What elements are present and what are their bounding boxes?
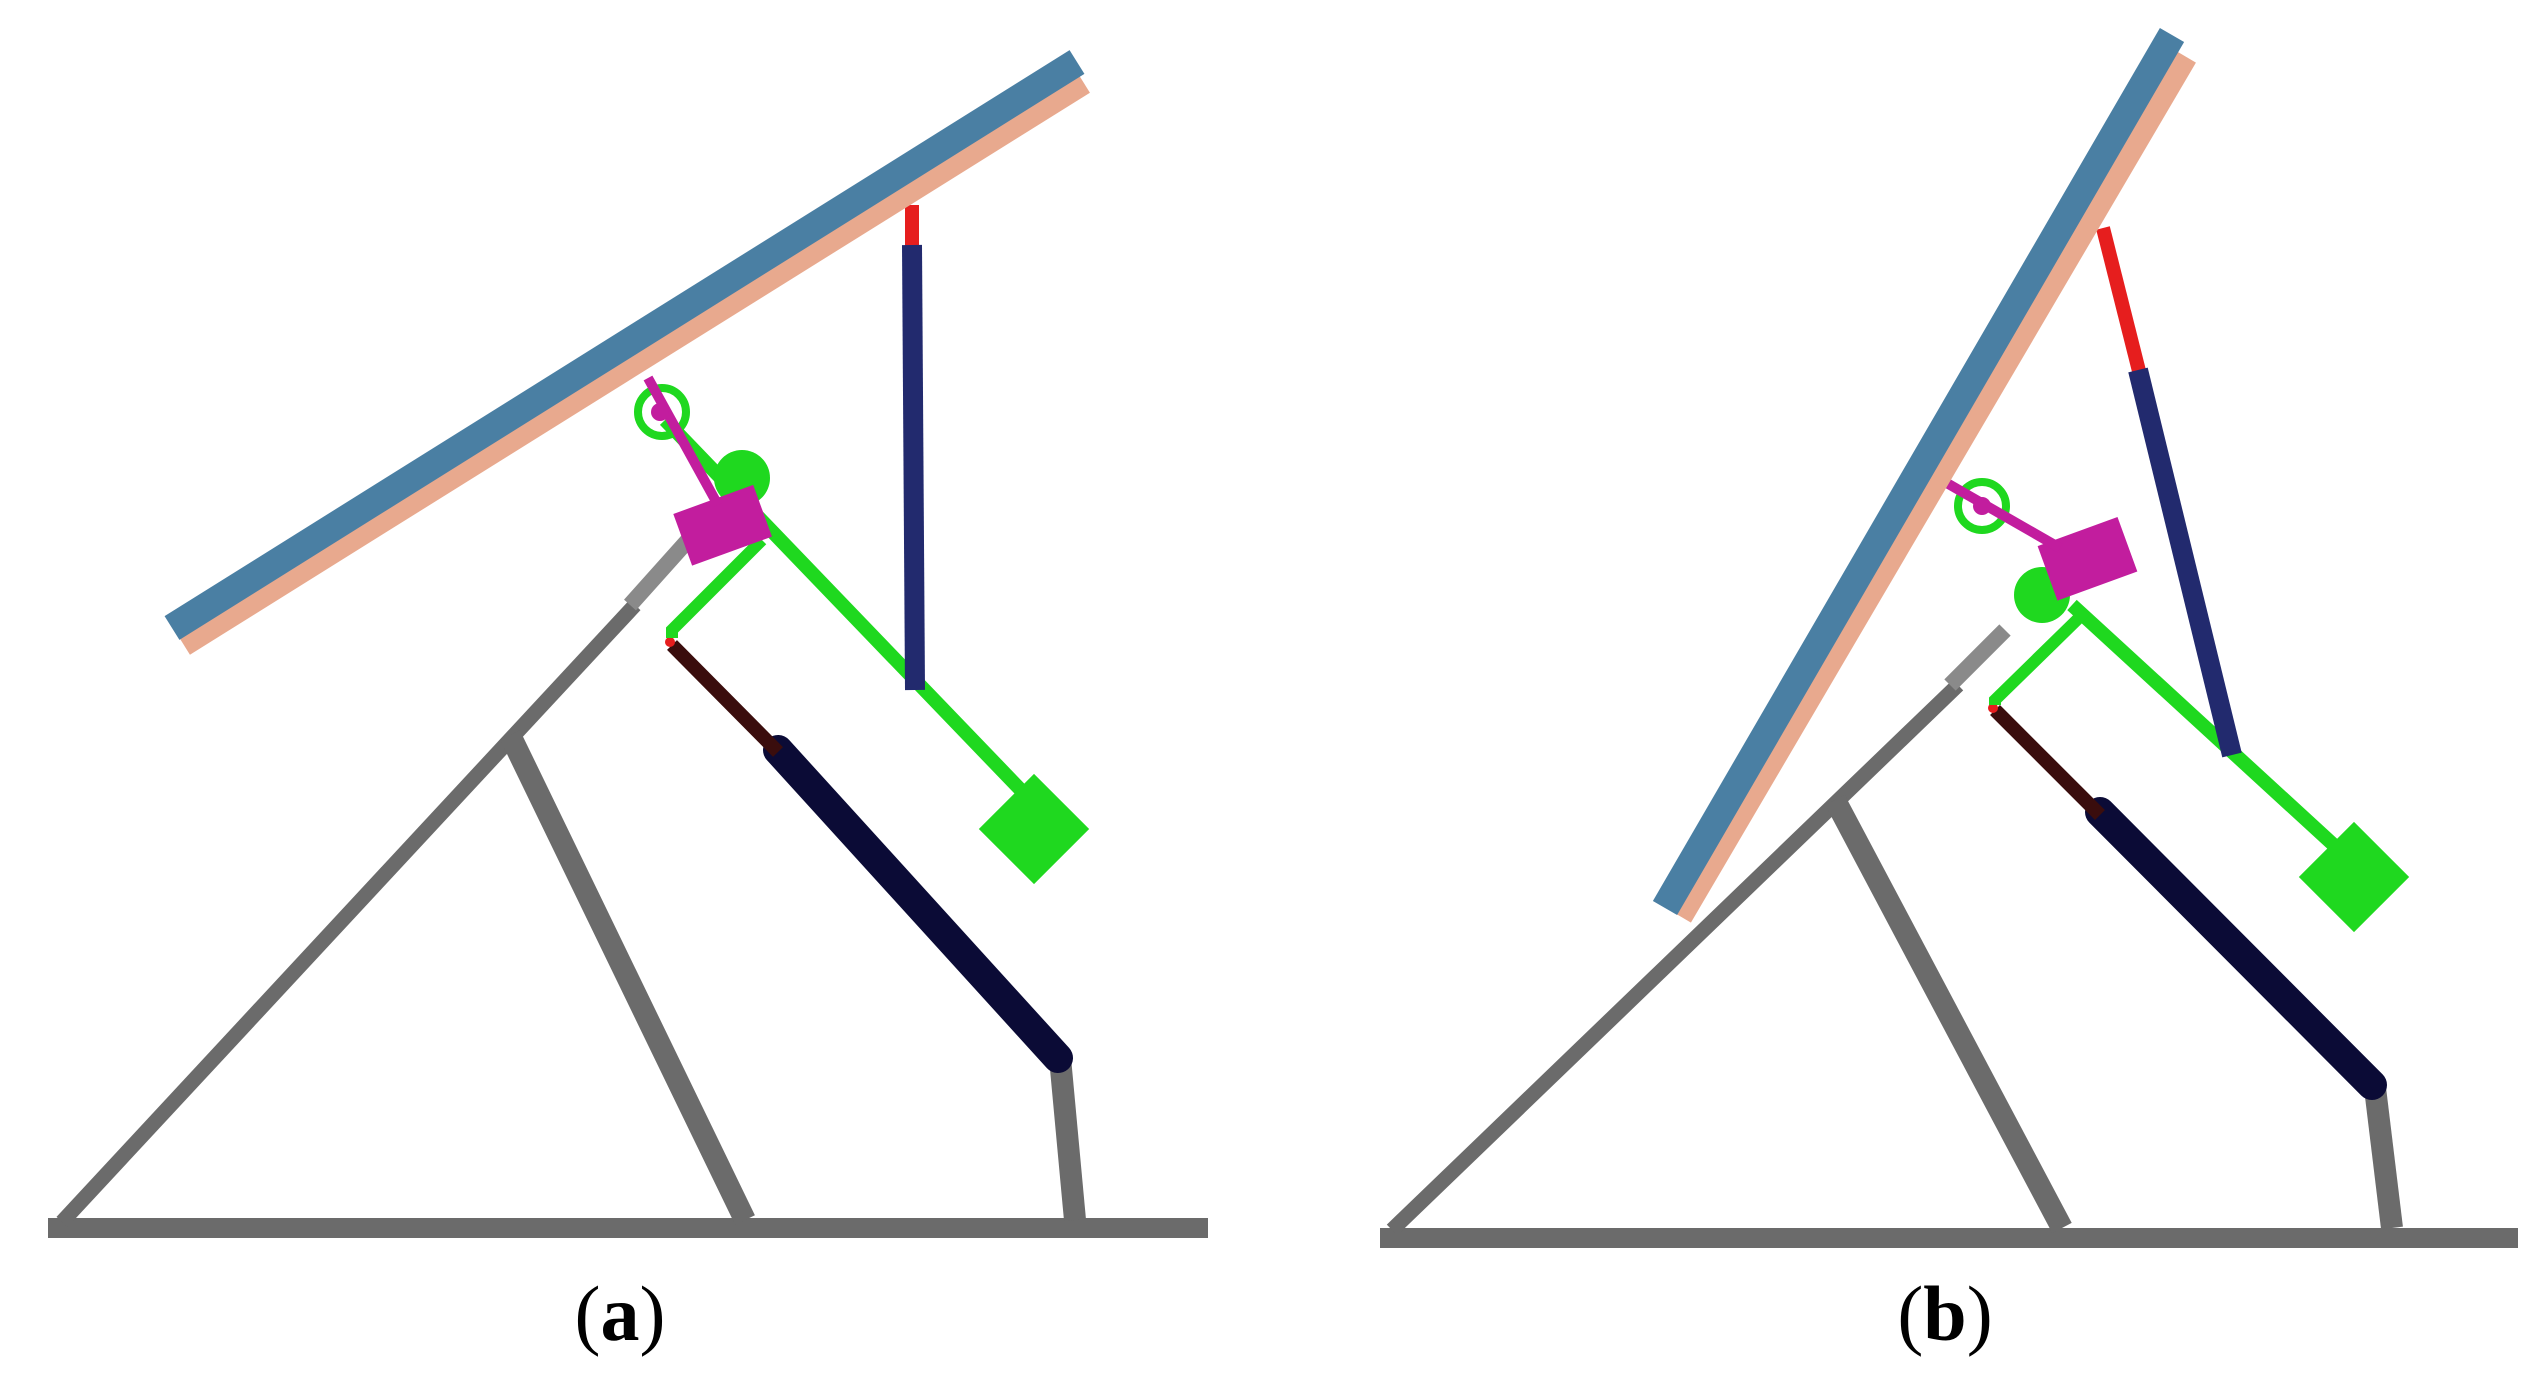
caption-a: (a): [575, 1270, 666, 1357]
panel-a-gear: [714, 450, 770, 506]
panel-a-strut-end: [624, 532, 696, 611]
panel-a-bearing-joint: [651, 403, 669, 421]
panel-a-solar-panel: [164, 50, 1085, 640]
panel-b-upper-gear: [1954, 478, 2010, 534]
panel-b-actuator-tip: [1990, 705, 2105, 820]
panel-b-counterweight-arm: [2067, 599, 2355, 866]
panel-b-crank-link: [1989, 607, 2090, 705]
panel-a-rear-leg: [1049, 1056, 1086, 1222]
panel-b-bearing: [2037, 517, 2138, 601]
panel-a-bearing-link: [643, 375, 723, 508]
panel-b: [1380, 27, 2518, 1248]
panel-a-actuator-tip: [667, 640, 783, 757]
panel-a: [48, 50, 1208, 1238]
panel-b-solar-panel: [1652, 27, 2185, 916]
panel-a-inner-brace: [500, 730, 755, 1225]
caption-b: (b): [1897, 1270, 1992, 1357]
caption-a-open: (: [575, 1270, 601, 1357]
panel-a-upper-gear: [634, 384, 690, 440]
panel-b-actuator-joint: [1988, 703, 1998, 713]
panel-a-bearing: [673, 484, 772, 566]
panel-a-crank-link: [666, 535, 767, 638]
caption-b-letter: b: [1923, 1270, 1966, 1357]
panel-b-main-strut: [1386, 679, 1964, 1236]
panel-b-bearing-link: [1942, 477, 2063, 553]
caption-a-letter: a: [601, 1270, 640, 1357]
panel-b-counterweight: [2298, 821, 2410, 933]
panel-b-damper-body: [2128, 367, 2242, 758]
panel-a-counterweight: [978, 773, 1090, 885]
panel-b-inner-brace: [1825, 794, 2072, 1234]
panel-a-actuator-joint: [665, 637, 675, 647]
panel-a-damper-body: [902, 244, 925, 691]
panel-a-solar-panel-back: [174, 67, 1090, 655]
panel-b-actuator-body: [2085, 797, 2387, 1100]
panel-a-main-strut: [56, 599, 641, 1228]
caption-a-close: ): [640, 1270, 666, 1357]
panel-b-damper-rod: [2096, 226, 2147, 377]
panel-b-bearing-joint: [1973, 497, 1991, 515]
caption-b-close: ): [1967, 1270, 1993, 1357]
panel-b-solar-panel-back: [1665, 47, 2196, 923]
caption-b-open: (: [1897, 1270, 1923, 1357]
panel-b-strut-end: [1944, 624, 2011, 691]
panel-a-actuator-body: [763, 735, 1073, 1073]
panel-b-rear-leg: [2364, 1086, 2403, 1230]
